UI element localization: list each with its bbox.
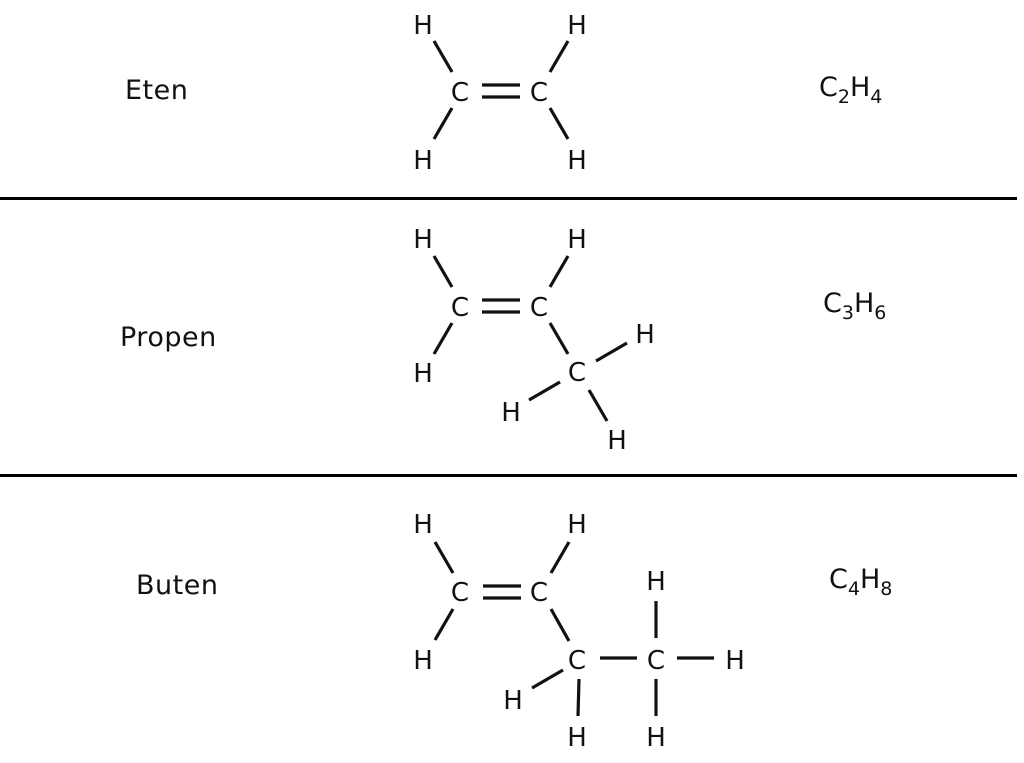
single-bond <box>528 380 561 402</box>
atom-carbon: C <box>451 78 469 108</box>
atom-hydrogen: H <box>607 426 627 456</box>
row-divider-2 <box>0 474 1017 477</box>
single-bond <box>432 107 454 140</box>
single-bond <box>432 322 454 355</box>
atom-hydrogen: H <box>567 11 587 41</box>
atom-carbon: C <box>530 78 548 108</box>
atom-hydrogen: H <box>413 11 433 41</box>
molecular-formula-propen: C3H6 <box>823 288 886 323</box>
formula-hydrogen-count: 4 <box>870 86 883 108</box>
single-bond <box>433 541 455 574</box>
atom-carbon: C <box>568 646 586 676</box>
atom-carbon: C <box>530 578 548 608</box>
single-bond <box>548 255 570 288</box>
formula-hydrogen-count: 8 <box>880 578 893 600</box>
structure-propen: C C C H H H H H H <box>413 225 655 456</box>
formula-carbon: C <box>823 288 842 319</box>
formula-carbon-count: 2 <box>837 86 850 108</box>
compound-name-eten: Eten <box>125 75 189 106</box>
formula-carbon-count: 3 <box>841 302 854 324</box>
atom-hydrogen: H <box>413 146 433 176</box>
formula-hydrogen: H <box>849 72 871 103</box>
atom-hydrogen: H <box>567 723 587 753</box>
atom-hydrogen: H <box>567 225 587 255</box>
compound-name-propen: Propen <box>120 322 217 353</box>
single-bond <box>549 541 571 574</box>
compound-name-buten: Buten <box>136 570 219 601</box>
single-bond <box>432 255 454 288</box>
atom-carbon: C <box>530 293 548 323</box>
atom-hydrogen: H <box>413 510 433 540</box>
atom-hydrogen: H <box>501 398 521 428</box>
atom-hydrogen: H <box>503 686 523 716</box>
molecular-formula-buten: C4H8 <box>829 564 892 599</box>
single-bond <box>548 40 570 73</box>
atom-hydrogen: H <box>567 146 587 176</box>
single-bond <box>432 40 454 73</box>
molecular-formula-eten: C2H4 <box>819 72 882 107</box>
atom-hydrogen: H <box>413 646 433 676</box>
formula-carbon-count: 4 <box>847 578 860 600</box>
atom-hydrogen: H <box>725 646 745 676</box>
single-bond <box>576 678 581 717</box>
formula-carbon: C <box>829 564 848 595</box>
single-bond <box>595 341 628 363</box>
atom-hydrogen: H <box>567 510 587 540</box>
atom-carbon: C <box>451 578 469 608</box>
structure-eten: C C H H H H <box>413 11 587 176</box>
atom-hydrogen: H <box>646 567 666 597</box>
formula-hydrogen-count: 6 <box>874 302 887 324</box>
atom-hydrogen: H <box>635 320 655 350</box>
single-bond <box>531 668 564 690</box>
single-bond <box>587 389 609 422</box>
single-bond <box>549 608 571 642</box>
formula-carbon: C <box>819 72 838 103</box>
single-bond <box>548 322 570 355</box>
atom-carbon: C <box>568 358 586 388</box>
atom-carbon: C <box>451 293 469 323</box>
structure-buten: C C C C H H H H H H H H <box>413 510 745 753</box>
formula-hydrogen: H <box>859 564 881 595</box>
atom-hydrogen: H <box>413 359 433 389</box>
atom-hydrogen: H <box>646 723 666 753</box>
single-bond <box>548 107 570 140</box>
atom-carbon: C <box>647 646 665 676</box>
formula-hydrogen: H <box>853 288 875 319</box>
atom-hydrogen: H <box>413 225 433 255</box>
single-bond <box>433 608 455 641</box>
row-divider-1 <box>0 197 1017 200</box>
